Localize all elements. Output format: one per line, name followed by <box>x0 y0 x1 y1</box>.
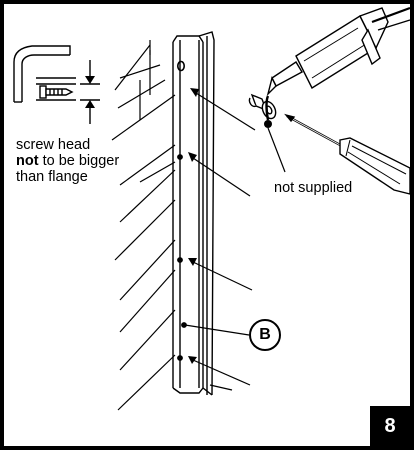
leader-not-supplied <box>267 127 286 173</box>
screw-holes <box>177 60 187 361</box>
profile-rail-b <box>172 31 233 396</box>
screw-icon <box>248 93 277 120</box>
screwdriver-icon <box>284 113 411 195</box>
leader-note <box>139 161 176 183</box>
not-supplied-label: not supplied <box>274 180 353 196</box>
leader-b <box>184 324 250 336</box>
note-bold-not: not <box>16 153 39 169</box>
leader-detail-1 <box>119 64 161 79</box>
arrow-icon <box>188 88 199 364</box>
leader-detail-2 <box>117 79 166 109</box>
arrow-icon <box>85 76 95 108</box>
step-number-badge: 8 <box>370 406 410 446</box>
note-line-3: than flange <box>16 169 88 185</box>
flange-note: screw head not to be bigger than flange <box>16 137 119 185</box>
wall-hatching <box>111 40 176 411</box>
note-line-1: screw head <box>16 137 91 153</box>
insert-arrows <box>192 92 256 386</box>
sealant-drop <box>264 120 272 128</box>
note-line-2-rest: to be bigger <box>38 153 120 169</box>
callout-b: B <box>249 319 281 351</box>
note-line-2: not to be bigger <box>16 153 119 169</box>
flange-detail <box>13 45 100 124</box>
screw-icon <box>39 85 74 99</box>
caulking-gun-icon <box>265 6 411 121</box>
